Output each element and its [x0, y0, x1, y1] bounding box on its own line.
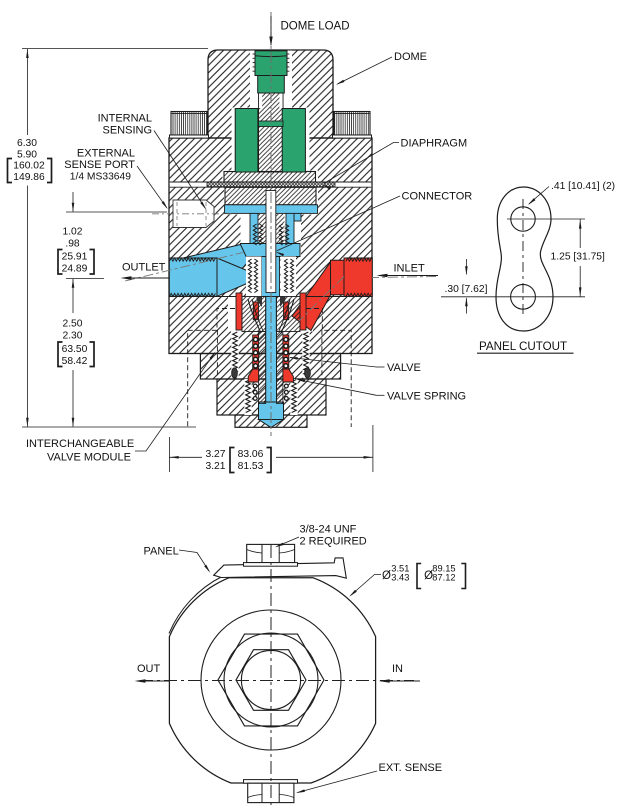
svg-text:VALVE MODULE: VALVE MODULE — [47, 452, 131, 464]
svg-text:INLET: INLET — [394, 263, 425, 275]
svg-text:6.30: 6.30 — [17, 138, 37, 149]
svg-text:IN: IN — [392, 663, 403, 675]
svg-text:1.02: 1.02 — [62, 227, 82, 238]
svg-text:EXTERNAL: EXTERNAL — [77, 148, 135, 160]
svg-text:PANEL CUTOUT: PANEL CUTOUT — [479, 340, 567, 353]
svg-text:58.42: 58.42 — [62, 356, 88, 367]
svg-text:1/4 MS33649: 1/4 MS33649 — [70, 172, 132, 183]
svg-text:VALVE: VALVE — [387, 362, 421, 374]
svg-text:3.43: 3.43 — [391, 573, 409, 583]
svg-text:INTERNAL: INTERNAL — [98, 113, 152, 125]
svg-text:OUTLET: OUTLET — [122, 262, 166, 274]
svg-text:5.90: 5.90 — [17, 150, 37, 161]
svg-text:87.12: 87.12 — [432, 573, 455, 583]
svg-text:1.25 [31.75]: 1.25 [31.75] — [551, 251, 606, 262]
svg-text:VALVE SPRING: VALVE SPRING — [387, 391, 466, 403]
svg-text:OUT: OUT — [137, 663, 161, 675]
svg-text:2 REQUIRED: 2 REQUIRED — [300, 536, 367, 548]
svg-text:24.89: 24.89 — [62, 264, 88, 275]
svg-text:Ø: Ø — [424, 570, 433, 582]
svg-text:160.02: 160.02 — [13, 161, 45, 172]
svg-text:.41 [10.41] (2): .41 [10.41] (2) — [551, 181, 615, 192]
svg-text:SENSING: SENSING — [102, 125, 152, 137]
svg-text:25.91: 25.91 — [62, 252, 88, 263]
svg-text:CONNECTOR: CONNECTOR — [402, 191, 473, 203]
svg-text:89.15: 89.15 — [432, 563, 455, 573]
svg-text:DOME LOAD: DOME LOAD — [281, 21, 350, 33]
svg-text:EXT. SENSE: EXT. SENSE — [379, 762, 443, 774]
svg-text:3/8-24 UNF: 3/8-24 UNF — [300, 524, 357, 536]
svg-text:63.50: 63.50 — [62, 344, 88, 355]
svg-text:PANEL: PANEL — [144, 546, 179, 558]
svg-text:SENSE PORT: SENSE PORT — [64, 159, 135, 171]
svg-text:2.30: 2.30 — [62, 331, 82, 342]
svg-text:.98: .98 — [65, 239, 80, 250]
svg-text:81.53: 81.53 — [238, 461, 264, 472]
svg-text:2.50: 2.50 — [62, 319, 82, 330]
svg-text:INTERCHANGEABLE: INTERCHANGEABLE — [26, 438, 134, 450]
svg-text:83.06: 83.06 — [238, 449, 264, 460]
svg-text:3.27: 3.27 — [205, 449, 225, 460]
svg-text:DIAPHRAGM: DIAPHRAGM — [401, 138, 468, 150]
svg-text:.30 [7.62]: .30 [7.62] — [445, 284, 488, 295]
svg-text:3.21: 3.21 — [205, 461, 225, 472]
svg-text:149.86: 149.86 — [13, 172, 45, 183]
svg-text:DOME: DOME — [394, 51, 427, 63]
svg-text:3.51: 3.51 — [391, 563, 409, 573]
svg-text:Ø: Ø — [382, 570, 391, 582]
